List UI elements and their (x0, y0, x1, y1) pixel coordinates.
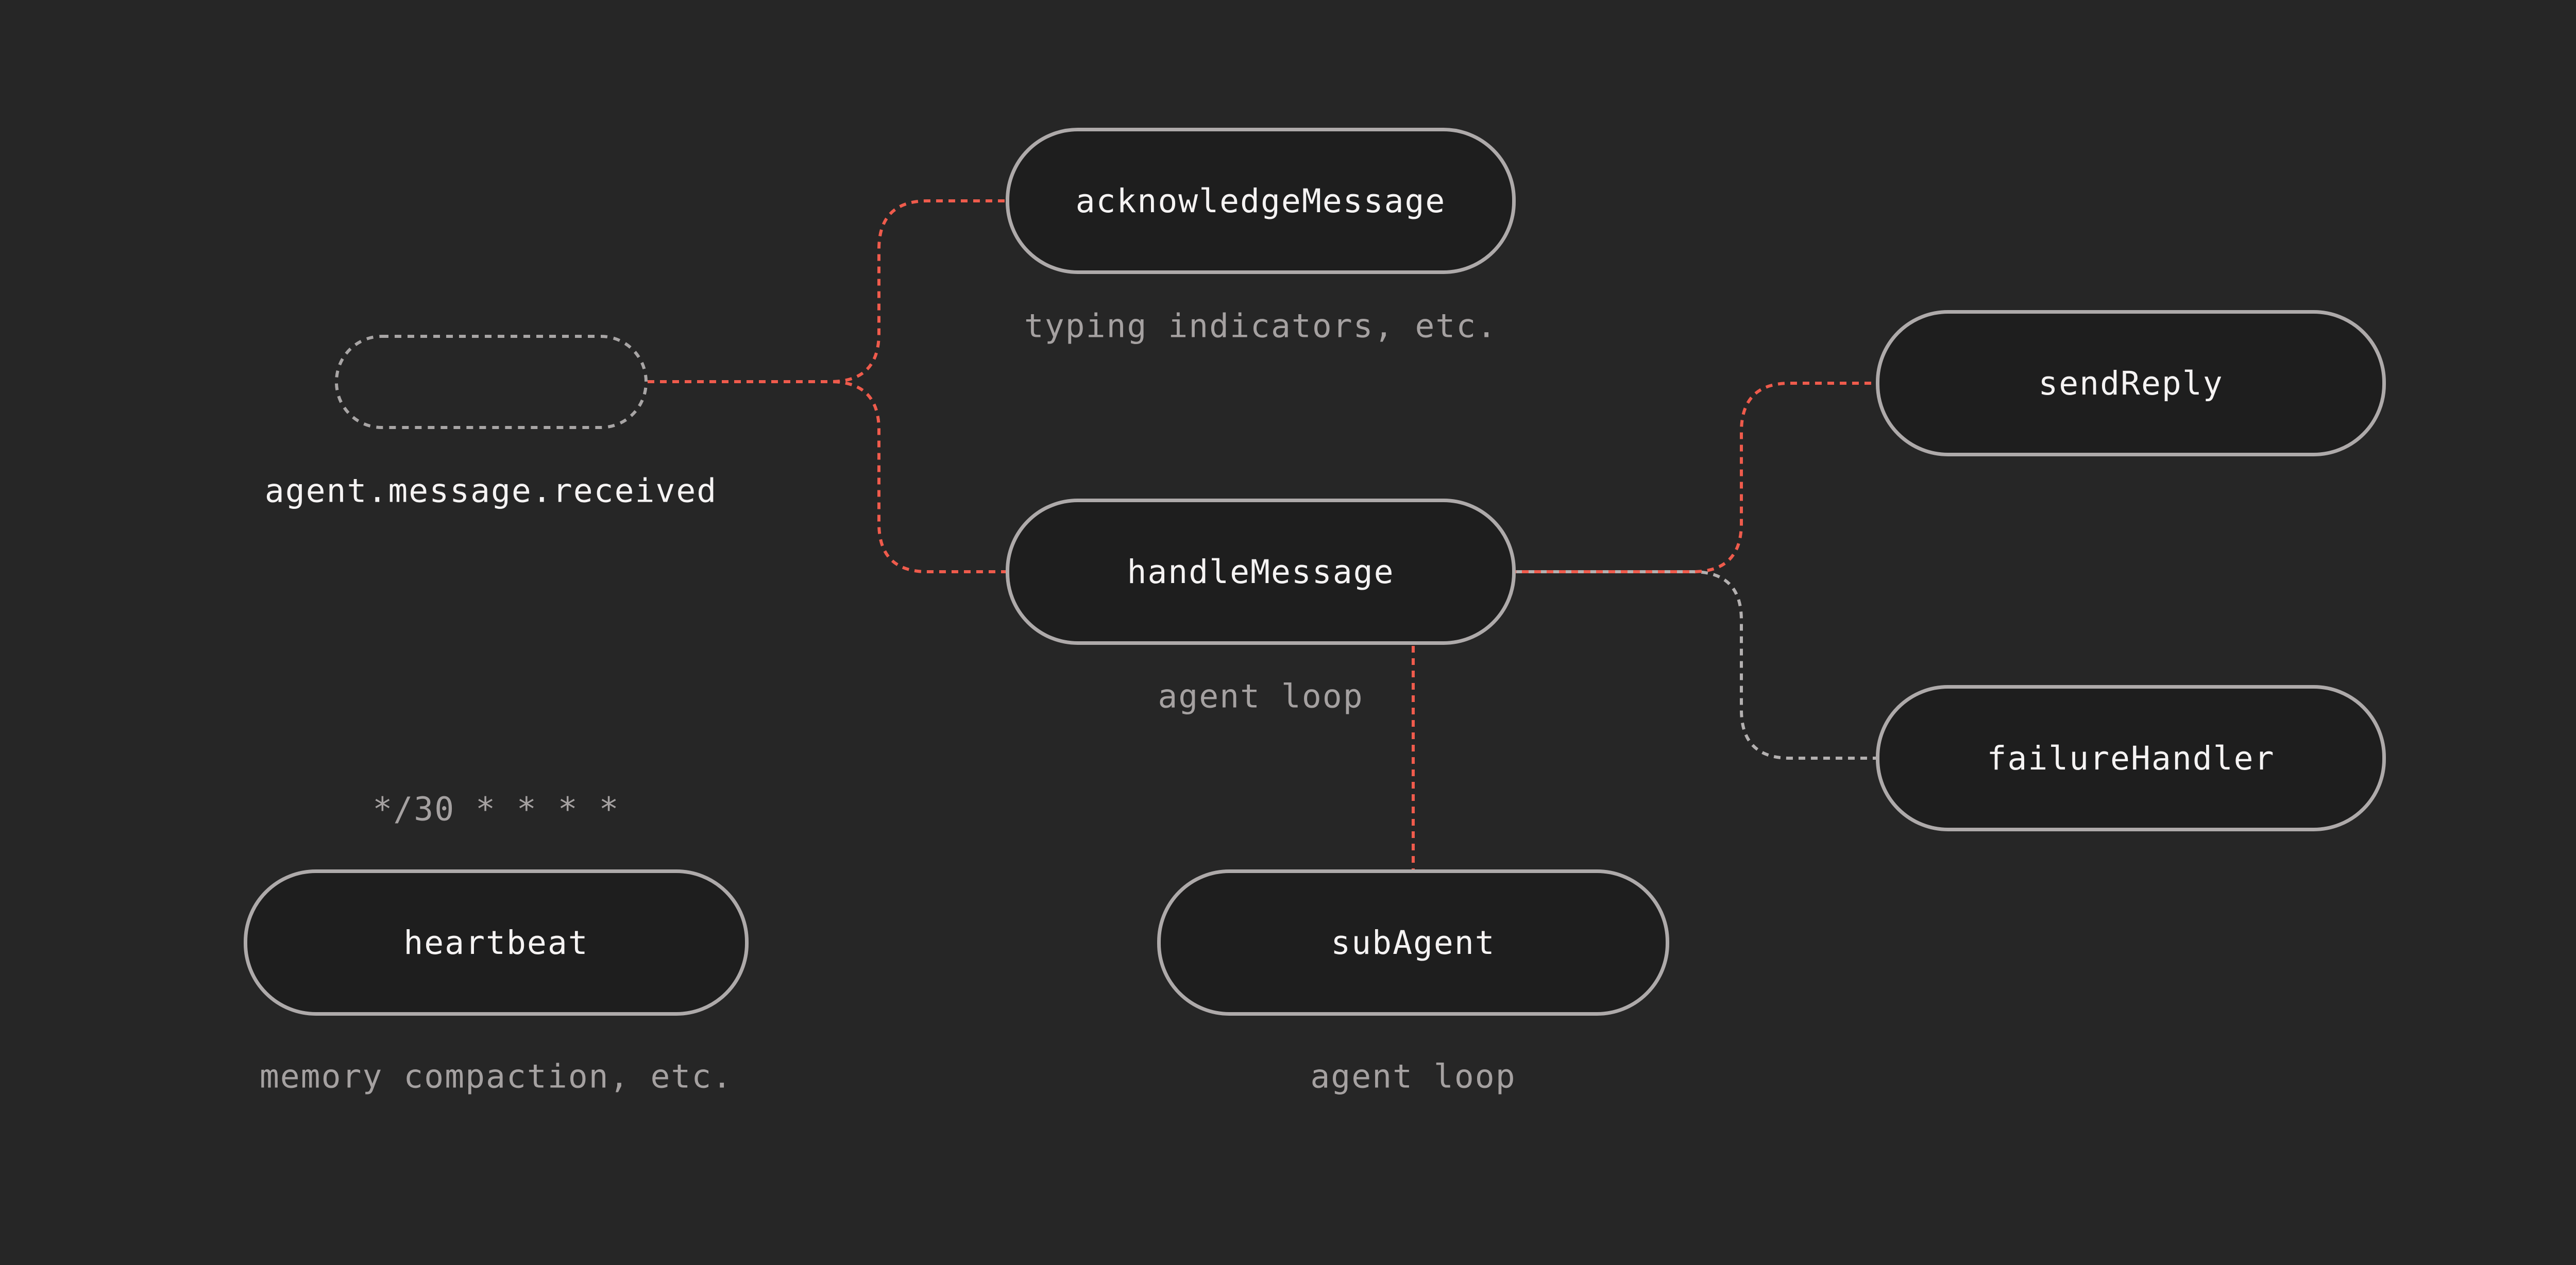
caption-acknowledge: typing indicators, etc. (1024, 307, 1498, 345)
node-sub-agent-label: subAgent (1331, 924, 1496, 962)
node-failure-handler[interactable]: failureHandler (1876, 685, 2386, 831)
trigger-event-name: agent.message.received (264, 472, 718, 510)
caption-handle: agent loop (1158, 677, 1364, 715)
node-send-reply[interactable]: sendReply (1876, 310, 2386, 456)
node-failure-handler-label: failureHandler (1987, 739, 2275, 777)
edge-handle-to-failurehandler (1516, 570, 1876, 760)
node-heartbeat[interactable]: heartbeat (244, 869, 749, 1016)
node-acknowledge-message[interactable]: acknowledgeMessage (1006, 128, 1516, 274)
node-send-reply-label: sendReply (2038, 364, 2224, 402)
node-heartbeat-label: heartbeat (403, 924, 589, 962)
node-sub-agent[interactable]: subAgent (1157, 869, 1669, 1016)
node-acknowledge-message-label: acknowledgeMessage (1075, 182, 1446, 220)
node-handle-message[interactable]: handleMessage (1006, 499, 1516, 645)
edge-trigger-to-handle (648, 380, 1006, 573)
trigger-node-outline[interactable] (335, 335, 648, 429)
node-handle-message-label: handleMessage (1127, 553, 1395, 591)
edge-handle-to-sendreply (1516, 382, 1876, 573)
caption-sub-agent: agent loop (1310, 1057, 1516, 1096)
caption-heartbeat: memory compaction, etc. (259, 1057, 733, 1096)
heartbeat-cron-schedule: */30 * * * * (372, 790, 620, 828)
edge-trigger-to-acknowledge (648, 199, 1006, 383)
